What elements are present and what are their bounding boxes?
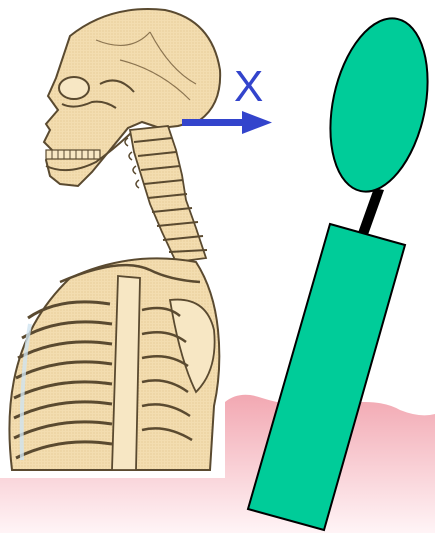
- spine-icon: [125, 126, 207, 262]
- skeleton-illustration: [9, 9, 220, 470]
- ribcage-icon: [9, 258, 219, 470]
- head-ellipse: [316, 9, 435, 200]
- x-axis-label: X: [234, 62, 263, 111]
